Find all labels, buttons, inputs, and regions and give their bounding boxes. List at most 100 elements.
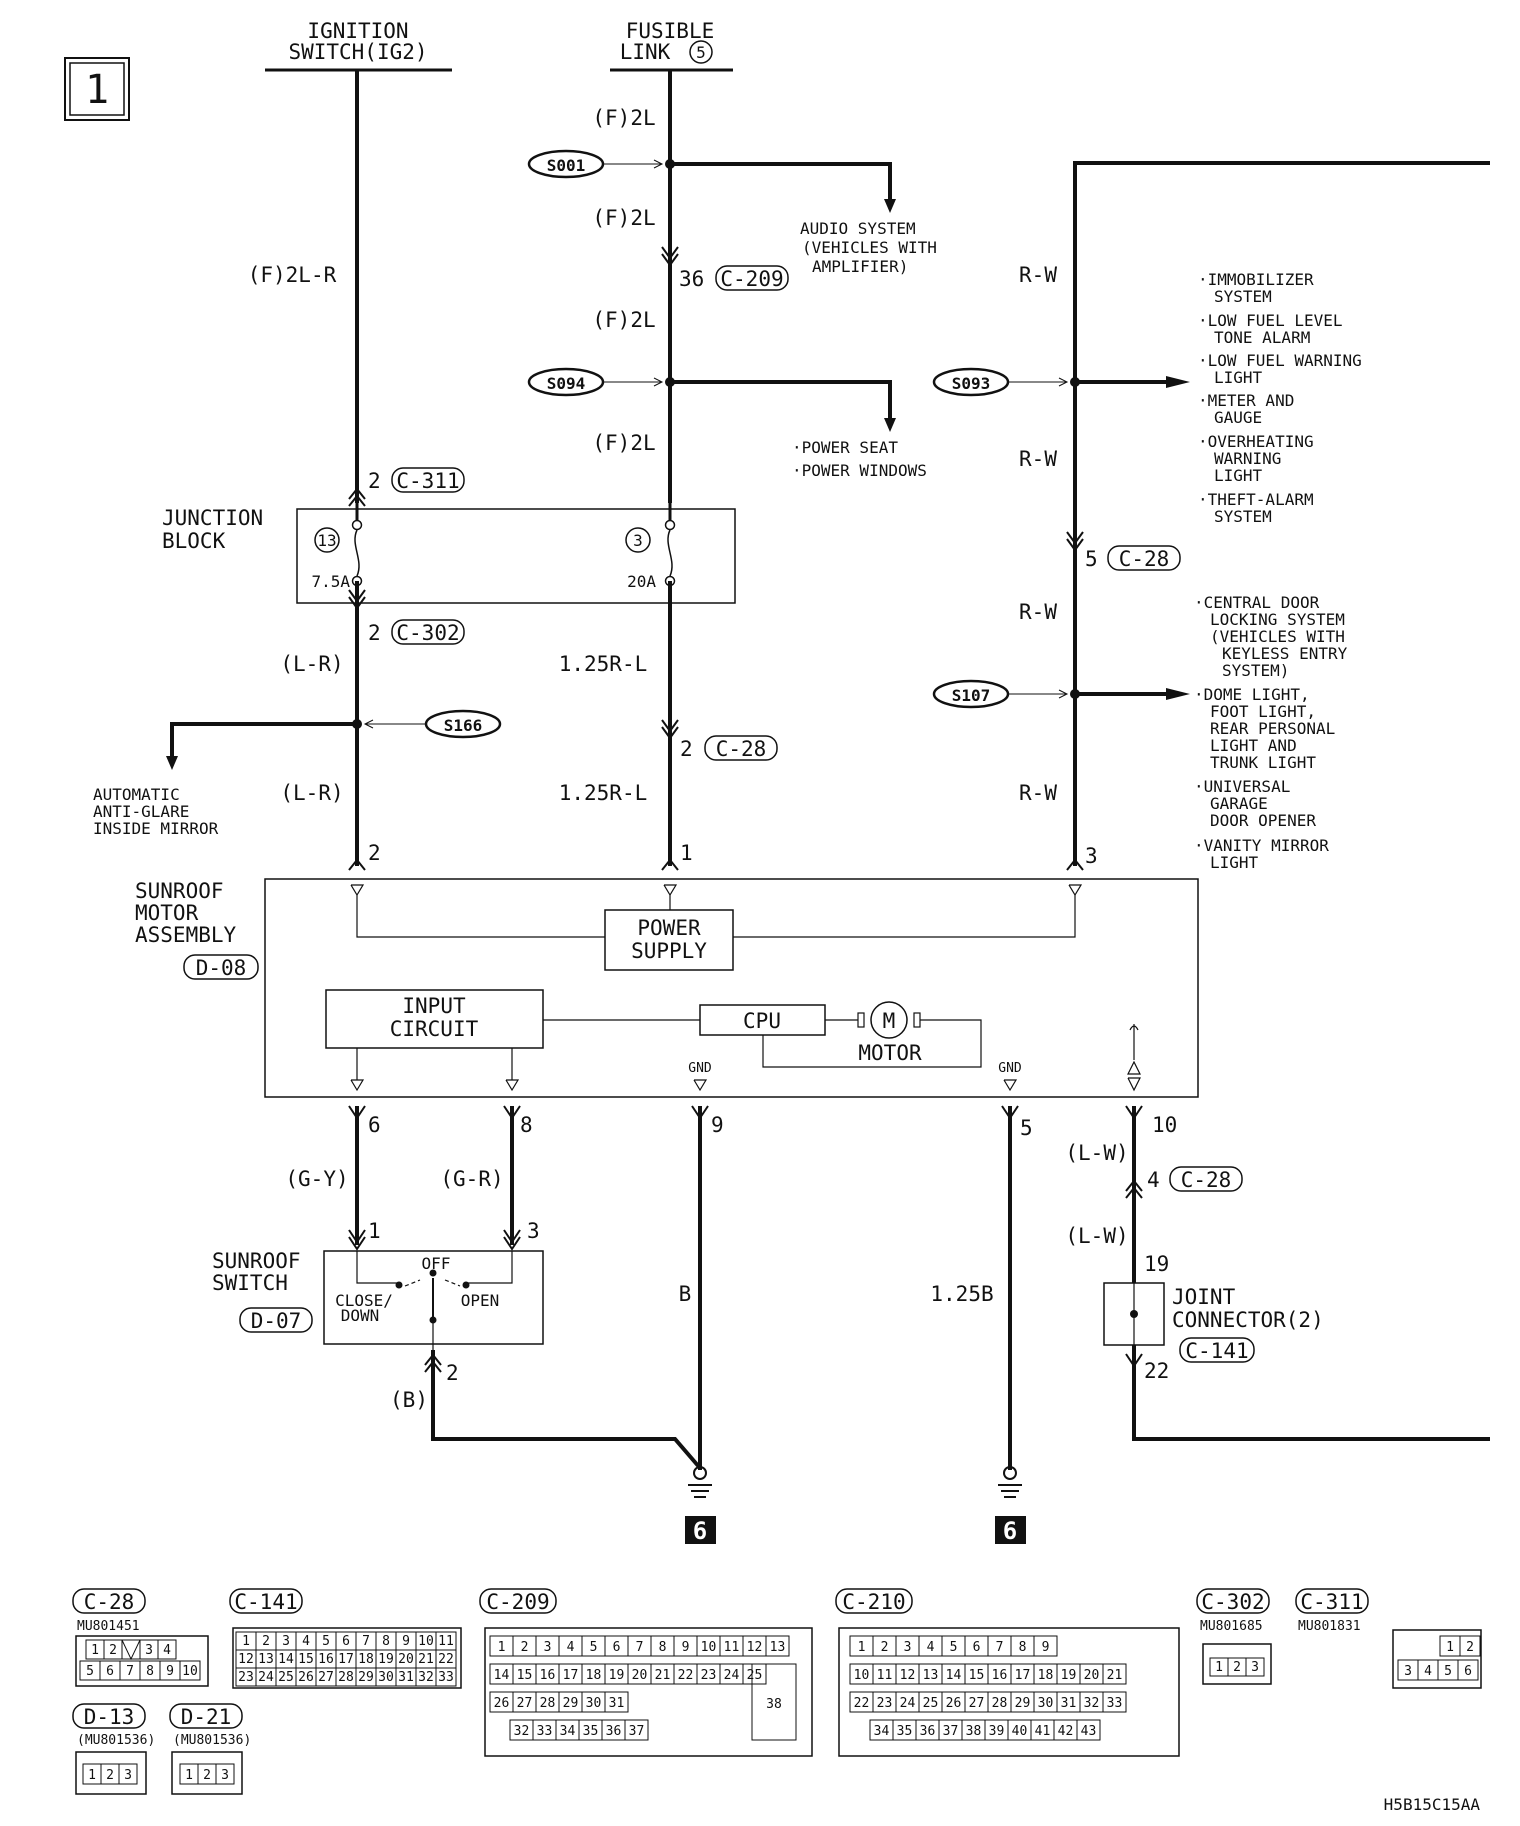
wire-color-labels: (F)2L-R (F)2L (F)2L (F)2L (F)2L (L-R) (L…	[248, 106, 1058, 805]
power-supply-label-1: POWER	[637, 916, 701, 940]
motor-symbol: M	[883, 1009, 896, 1033]
connector-pin-number: 31	[609, 1696, 625, 1711]
connector-pin-number: 1	[242, 1634, 250, 1649]
connector-pin-number: 5	[322, 1634, 330, 1649]
connector-pin-number: 12	[900, 1668, 916, 1683]
connector-pin-number: 2	[1233, 1660, 1241, 1675]
connector-pin-number: 13	[923, 1668, 939, 1683]
connector-pin-number: 29	[358, 1670, 374, 1685]
connector-pin-number: 16	[540, 1668, 556, 1683]
wire-label-b: B	[679, 1282, 692, 1306]
connector-pin-number: 17	[1015, 1668, 1031, 1683]
connector-pin-cell	[1245, 1657, 1265, 1677]
ground-left: 6	[685, 1466, 716, 1545]
splice-s001: S001	[527, 149, 896, 213]
splice-s107-label: S107	[952, 686, 991, 705]
input-circuit-label-1: INPUT	[402, 994, 466, 1018]
connector-pin-number: 8	[659, 1640, 667, 1655]
ref-c28-c: C-28	[1181, 1168, 1232, 1192]
motor-pin-2: 2	[368, 841, 381, 865]
connector-pin-number: 3	[221, 1768, 229, 1783]
joint-connector: 19 JOINT CONNECTOR(2) C-141 22	[1103, 1252, 1324, 1383]
connector-pin-number: 7	[636, 1640, 644, 1655]
connector-pin-cell	[215, 1763, 235, 1785]
cv-d21-label: D-21	[181, 1705, 232, 1729]
cv-c28-part: MU801451	[77, 1619, 140, 1634]
connector-pin-number: 38	[966, 1724, 982, 1739]
ru-4: TONE ALARM	[1214, 328, 1310, 347]
branch-anti-glare-mirror: AUTOMATIC ANTI-GLARE INSIDE MIRROR	[93, 785, 219, 838]
rl-8: REAR PERSONAL	[1210, 719, 1335, 738]
connector-pin-number: 1	[1446, 1640, 1454, 1655]
joint-pin-22: 22	[1144, 1359, 1169, 1383]
connector-pin-number: 21	[655, 1668, 671, 1683]
audio-line-1: AUDIO SYSTEM	[800, 219, 916, 238]
ref-c141: C-141	[1185, 1339, 1248, 1363]
switch-label-1: SUNROOF	[212, 1249, 301, 1273]
branch-audio-system: AUDIO SYSTEM (VEHICLES WITH AMPLIFIER)	[800, 219, 937, 276]
connector-pin-number: 41	[1035, 1724, 1051, 1739]
connector-pin-number: 6	[973, 1640, 981, 1655]
wire-column-right	[1073, 161, 1490, 866]
connector-pin-number: 8	[1019, 1640, 1027, 1655]
junction-label-1: JUNCTION	[162, 506, 263, 530]
ru-3: ·LOW FUEL LEVEL	[1198, 311, 1343, 330]
gnd-label-1: GND	[688, 1061, 712, 1076]
connector-pin-number: 11	[877, 1668, 893, 1683]
connector-pin-number: 4	[302, 1634, 310, 1649]
switch-pin-2: 2	[446, 1361, 459, 1385]
connector-pin-number: 36	[606, 1724, 622, 1739]
connector-pin-cell	[435, 1667, 457, 1687]
branch-right-upper: ·IMMOBILIZER SYSTEM ·LOW FUEL LEVEL TONE…	[1198, 270, 1362, 526]
connector-pin-number: 3	[282, 1634, 290, 1649]
connector-pin-number: 7	[362, 1634, 370, 1649]
connector-pin-number: 27	[969, 1696, 985, 1711]
wire-label-rl-1: 1.25R-L	[559, 652, 648, 676]
connector-pin-number: 26	[298, 1670, 314, 1685]
connector-pin-number: 18	[358, 1652, 374, 1667]
connector-pin-number: 8	[146, 1664, 154, 1679]
connector-pin-number: 3	[124, 1768, 132, 1783]
ref-c28-b: C-28	[716, 737, 767, 761]
connector-pin-number: 11	[438, 1634, 454, 1649]
connector-pin-number: 15	[517, 1668, 533, 1683]
connector-pin-cell	[1457, 1659, 1479, 1681]
connector-pin-number: 30	[586, 1696, 602, 1711]
rl-6: ·DOME LIGHT,	[1194, 685, 1310, 704]
connector-pin-number: 26	[946, 1696, 962, 1711]
motor-label: MOTOR	[858, 1041, 922, 1065]
connector-pin-number: 13	[258, 1652, 274, 1667]
mirror-line-2: ANTI-GLARE	[93, 802, 189, 821]
connector-pin-cell	[1076, 1719, 1101, 1741]
connector-pin-number: 4	[1424, 1664, 1432, 1679]
connector-pin-number: 19	[1061, 1668, 1077, 1683]
connector-pin-number: 32	[514, 1724, 530, 1739]
connector-pin-number: 1	[858, 1640, 866, 1655]
connector-pin-cell	[179, 1660, 201, 1681]
connector-pin-number: 1	[185, 1768, 193, 1783]
wire-label-lw-1: (L-W)	[1065, 1141, 1128, 1165]
ru-11: LIGHT	[1214, 466, 1263, 485]
ignition-switch-source: IGNITION SWITCH(IG2)	[265, 19, 452, 72]
connector-pin-number: 3	[145, 1643, 153, 1658]
ru-12: ·THEFT-ALARM	[1198, 490, 1314, 509]
joint-pin-19: 19	[1144, 1252, 1169, 1276]
rl-4: KEYLESS ENTRY	[1222, 644, 1348, 663]
connector-pin-number: 33	[438, 1670, 454, 1685]
connector-pin-number: 1	[1215, 1660, 1223, 1675]
connector-pin-number: 42	[1058, 1724, 1074, 1739]
wire-label-125b: 1.25B	[930, 1282, 993, 1306]
connector-pin-number: 24	[258, 1670, 274, 1685]
cpu-label: CPU	[743, 1009, 781, 1033]
connector-pin-cell	[1459, 1635, 1481, 1657]
ignition-label-1: IGNITION	[307, 19, 408, 43]
connector-pin-number: 30	[378, 1670, 394, 1685]
connector-pin-number: 2	[203, 1768, 211, 1783]
motor-pin-6: 6	[368, 1113, 381, 1137]
fuse-3-number: 3	[633, 531, 643, 550]
wire-label-gr: (G-R)	[440, 1167, 503, 1191]
motor-pin-9: 9	[711, 1113, 724, 1137]
